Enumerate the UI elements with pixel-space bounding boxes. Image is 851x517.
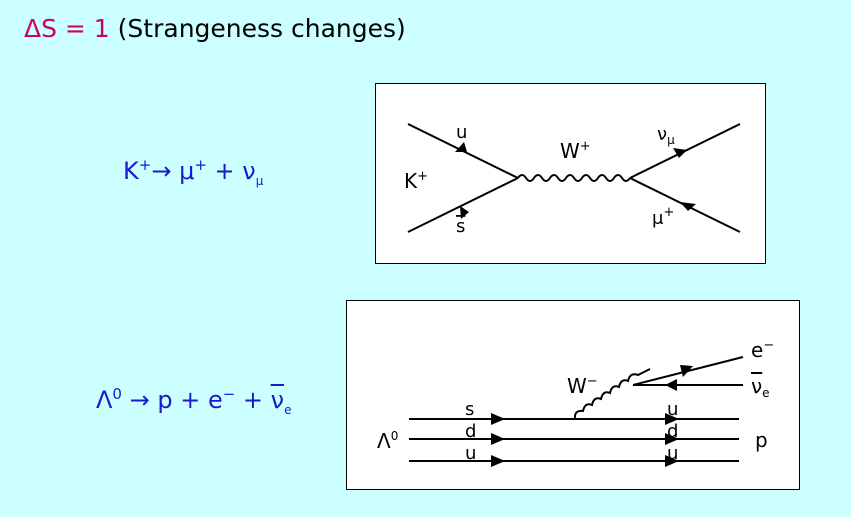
label-electron: e− <box>751 338 774 362</box>
label-mu-plus: μ+ <box>652 205 674 229</box>
electron-arrow-icon <box>680 365 693 377</box>
lambda-feynman-diagram: e− νe W− Λ0 s d u u d u p <box>346 300 800 490</box>
label-lambda: Λ0 <box>377 429 398 453</box>
slide-title: ΔS = 1 (Strangeness changes) <box>24 14 406 43</box>
label-u: u <box>465 443 476 464</box>
label-k-plus: K+ <box>404 169 428 193</box>
label-u-out: u <box>667 399 678 420</box>
label-s: s <box>465 399 474 420</box>
label-u: u <box>456 122 467 143</box>
lambda-diagram-svg: e− νe W− Λ0 s d u u d u p <box>377 338 774 467</box>
u2-arrow-icon <box>665 413 679 425</box>
u-arrow-icon <box>455 142 467 152</box>
mu-arrow-icon <box>680 202 696 211</box>
label-nu-mu: νμ <box>657 124 675 147</box>
label-proton: p <box>755 428 768 452</box>
label-s-bar: s <box>456 216 465 237</box>
d2-arrow-icon <box>665 433 679 445</box>
label-w-plus: W+ <box>560 139 591 163</box>
u3-arrow-icon <box>665 455 679 467</box>
label-antineutrino: νe <box>751 374 770 400</box>
title-subtitle: (Strangeness changes) <box>109 14 406 43</box>
lambda-decay-equation: Λ0 → p + e− + νe <box>96 385 292 417</box>
title-delta-s: ΔS = 1 <box>24 14 110 43</box>
w-boson-wave <box>517 174 631 182</box>
label-u-out-2: u <box>667 443 678 464</box>
d-arrow-icon <box>491 433 505 445</box>
s-arrow-icon <box>491 413 505 425</box>
nu-arrow-icon <box>673 148 687 158</box>
kaon-decay-equation: K+→ μ+ + νμ <box>123 156 264 188</box>
s-antiquark-line <box>407 177 519 233</box>
kaon-feynman-diagram: u s K+ W+ νμ μ+ <box>375 83 766 264</box>
kaon-diagram-svg: u s K+ W+ νμ μ+ <box>404 122 741 237</box>
label-d: d <box>465 421 476 442</box>
w-minus-wave <box>573 368 651 420</box>
u-arrow-icon <box>491 455 505 467</box>
label-d-out: d <box>667 421 678 442</box>
s-arrow-icon <box>460 206 469 219</box>
antineutrino-arrow-icon <box>665 379 677 391</box>
label-w-minus: W− <box>567 374 598 398</box>
